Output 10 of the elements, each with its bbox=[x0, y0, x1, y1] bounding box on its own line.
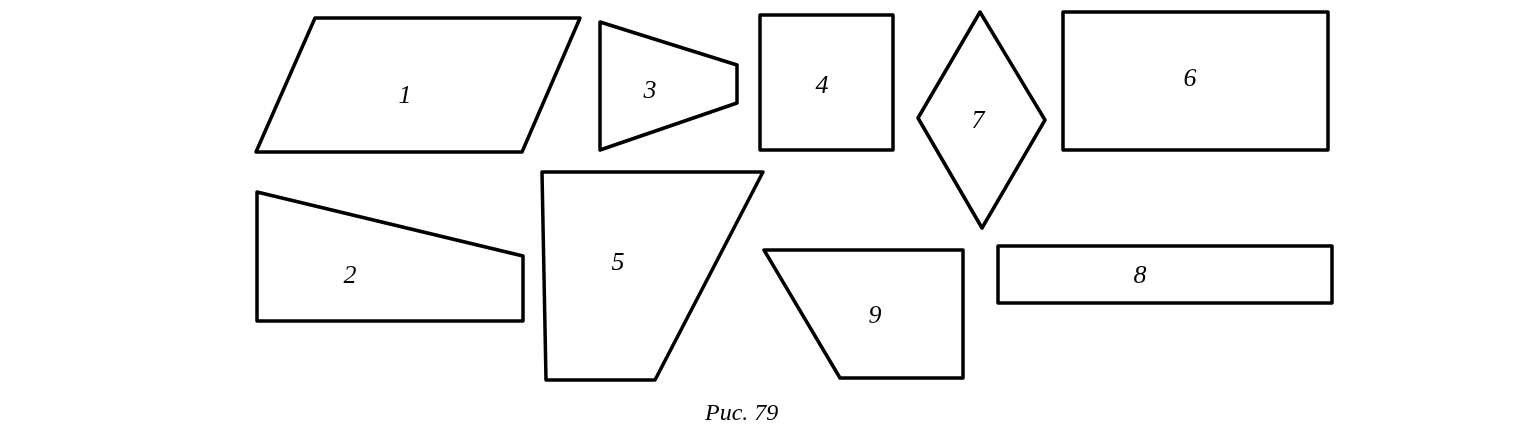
shape-number: 9 bbox=[868, 302, 882, 328]
shape-number: 3 bbox=[643, 77, 657, 103]
shape-number: 8 bbox=[1133, 262, 1147, 288]
shape-number: 2 bbox=[343, 262, 357, 288]
figure-caption: Рис. 79 bbox=[705, 400, 779, 424]
shape-number: 5 bbox=[611, 249, 625, 275]
shape-number: 1 bbox=[398, 82, 412, 108]
shape-number: 7 bbox=[971, 107, 985, 133]
shape-number: 6 bbox=[1183, 65, 1197, 91]
shape-number: 4 bbox=[815, 72, 829, 98]
